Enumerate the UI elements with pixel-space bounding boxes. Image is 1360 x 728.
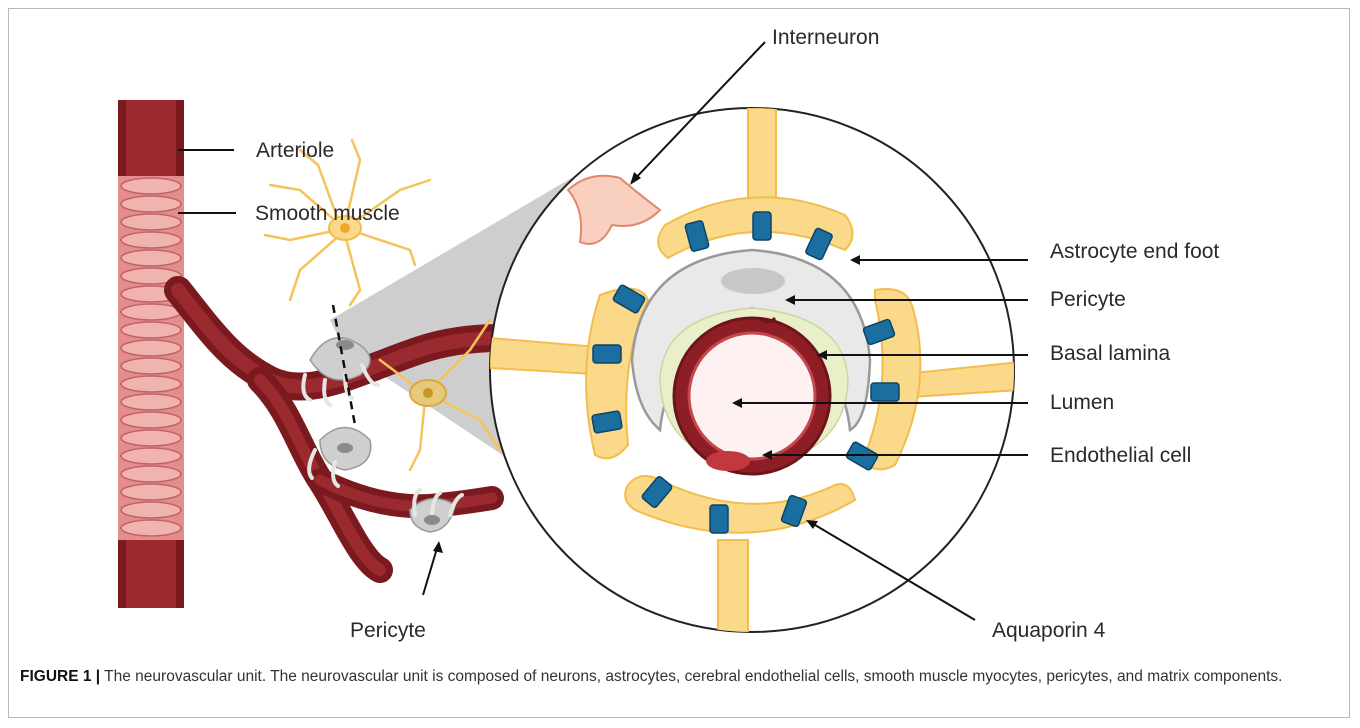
label-astrocyte-end-foot: Astrocyte end foot: [1050, 240, 1219, 263]
figure-label: FIGURE 1 |: [20, 668, 100, 685]
neurovascular-unit-diagram: Interneuron Arteriole Smooth muscle Astr…: [0, 0, 1360, 660]
label-arteriole: Arteriole: [256, 139, 334, 162]
label-lumen: Lumen: [1050, 391, 1114, 414]
label-endothelial-cell: Endothelial cell: [1050, 444, 1191, 467]
label-pericyte-inset: Pericyte: [1050, 288, 1126, 311]
arteriole: [118, 100, 184, 608]
endothelial-nucleus: [706, 451, 750, 471]
label-basal-lamina: Basal lamina: [1050, 342, 1171, 365]
label-interneuron: Interneuron: [772, 26, 879, 49]
label-smooth-muscle: Smooth muscle: [255, 202, 400, 225]
figure-caption: FIGURE 1 | The neurovascular unit. The n…: [20, 666, 1340, 688]
caption-text: The neurovascular unit. The neurovascula…: [100, 668, 1282, 685]
label-aquaporin-4: Aquaporin 4: [992, 619, 1106, 642]
label-pericyte-main: Pericyte: [350, 619, 426, 642]
lumen: [689, 333, 815, 459]
